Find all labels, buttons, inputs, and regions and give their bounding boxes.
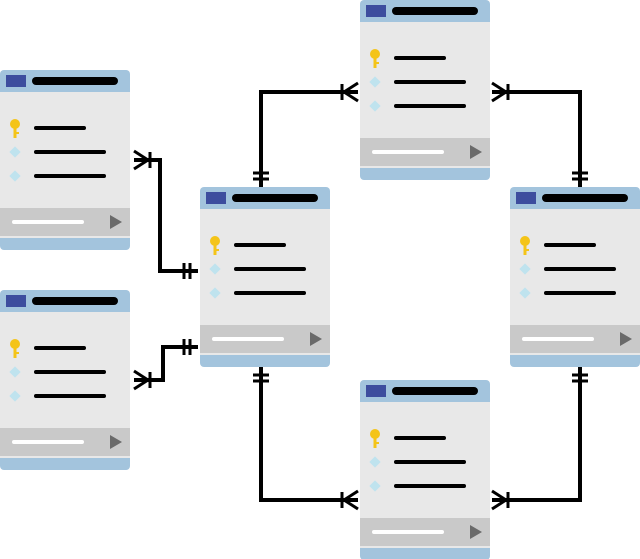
table-field-line bbox=[234, 243, 286, 247]
rel-right-bottom bbox=[491, 367, 588, 511]
table-badge-icon bbox=[206, 192, 226, 204]
rel-left-top-center bbox=[133, 149, 198, 279]
rel-center-bottom bbox=[253, 367, 359, 511]
table-field-line bbox=[394, 104, 466, 108]
table-field-line bbox=[394, 56, 446, 60]
footer-field-line bbox=[522, 337, 594, 341]
footer-field-line bbox=[372, 150, 444, 154]
table-field-line bbox=[34, 126, 86, 130]
relationship-lines bbox=[133, 81, 588, 511]
key-icon bbox=[10, 119, 20, 138]
table-field-line bbox=[34, 394, 106, 398]
table-field-line bbox=[394, 460, 466, 464]
play-icon bbox=[470, 525, 482, 539]
footer-field-line bbox=[12, 440, 84, 444]
table-field-line bbox=[234, 267, 306, 271]
table-center bbox=[200, 187, 330, 367]
table-badge-icon bbox=[366, 385, 386, 397]
rel-left-bottom-center bbox=[133, 339, 198, 391]
table-right bbox=[510, 187, 640, 367]
play-icon bbox=[470, 145, 482, 159]
key-icon bbox=[370, 429, 380, 448]
table-left-top bbox=[0, 70, 130, 250]
table-field-line bbox=[544, 267, 616, 271]
key-icon bbox=[370, 49, 380, 68]
table-field-line bbox=[394, 436, 446, 440]
table-badge-icon bbox=[366, 5, 386, 17]
table-field-line bbox=[544, 291, 616, 295]
table-left-bottom bbox=[0, 290, 130, 470]
key-icon bbox=[210, 236, 220, 255]
table-badge-icon bbox=[516, 192, 536, 204]
table-top bbox=[360, 0, 490, 180]
key-icon bbox=[10, 339, 20, 358]
rel-center-top bbox=[253, 81, 359, 187]
table-field-line bbox=[234, 291, 306, 295]
play-icon bbox=[620, 332, 632, 346]
table-title-bar bbox=[32, 297, 118, 305]
table-field-line bbox=[34, 346, 86, 350]
table-bottom bbox=[360, 380, 490, 559]
table-badge-icon bbox=[6, 75, 26, 87]
footer-field-line bbox=[372, 530, 444, 534]
table-field-line bbox=[34, 150, 106, 154]
table-badge-icon bbox=[6, 295, 26, 307]
table-title-bar bbox=[542, 194, 628, 202]
footer-field-line bbox=[12, 220, 84, 224]
table-field-line bbox=[544, 243, 596, 247]
table-title-bar bbox=[32, 77, 118, 85]
table-title-bar bbox=[392, 7, 478, 15]
play-icon bbox=[110, 215, 122, 229]
play-icon bbox=[310, 332, 322, 346]
table-field-line bbox=[394, 484, 466, 488]
table-field-line bbox=[394, 80, 466, 84]
play-icon bbox=[110, 435, 122, 449]
table-title-bar bbox=[392, 387, 478, 395]
table-field-line bbox=[34, 174, 106, 178]
key-icon bbox=[520, 236, 530, 255]
table-field-line bbox=[34, 370, 106, 374]
rel-right-top bbox=[491, 81, 588, 187]
table-title-bar bbox=[232, 194, 318, 202]
footer-field-line bbox=[212, 337, 284, 341]
